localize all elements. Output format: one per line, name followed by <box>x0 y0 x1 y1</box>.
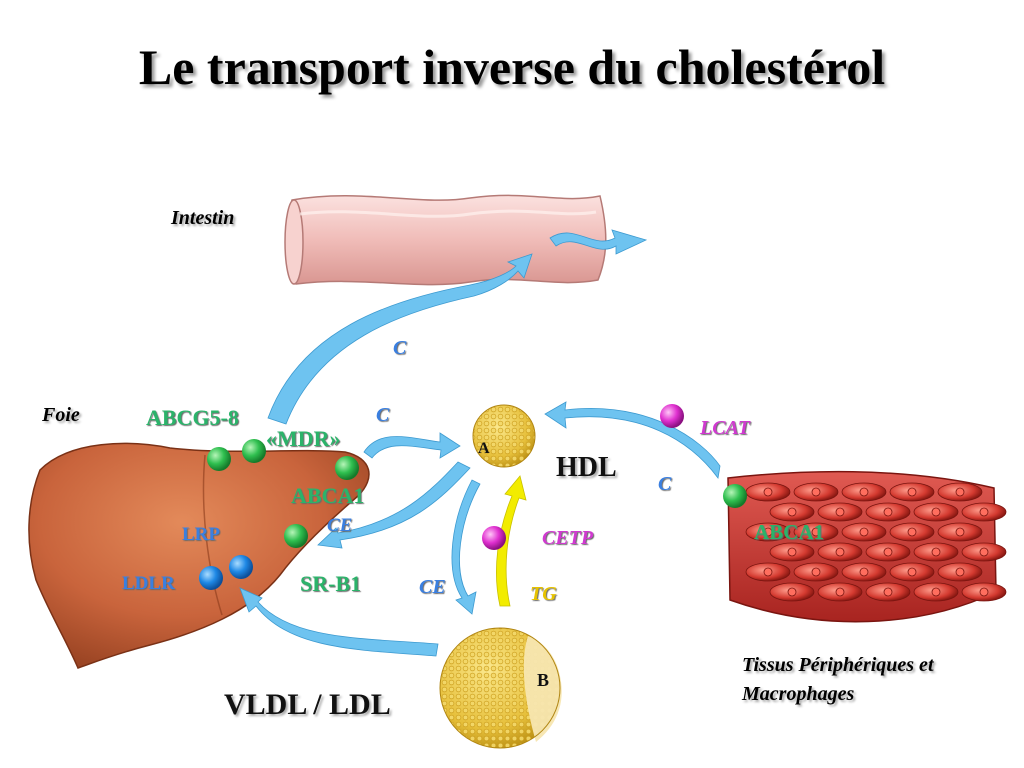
c-right-label: C <box>658 473 672 495</box>
muscle-cell-nucleus <box>883 507 893 517</box>
muscle-cell-nucleus <box>787 587 797 597</box>
muscle-cell-nucleus <box>859 567 869 577</box>
arrow-liver-to-intestine <box>267 253 533 425</box>
muscle-cell-nucleus <box>763 527 773 537</box>
lrp-receptor <box>229 555 253 579</box>
muscle-cell-nucleus <box>907 567 917 577</box>
mdr-label: «MDR» <box>266 426 341 451</box>
muscle-cell-nucleus <box>979 507 989 517</box>
muscle-cell-nucleus <box>859 487 869 497</box>
muscle-cell-nucleus <box>979 587 989 597</box>
muscle-cell-nucleus <box>883 547 893 557</box>
muscle-cell-nucleus <box>811 487 821 497</box>
muscle-cell-nucleus <box>835 587 845 597</box>
abca1-liver-receptor <box>335 456 359 480</box>
muscle-cell-nucleus <box>835 547 845 557</box>
abca1-liver-label: ABCA1 <box>291 483 365 508</box>
ldl-particle <box>439 627 562 749</box>
liver <box>28 442 370 669</box>
ce-low-label: CE <box>419 576 446 598</box>
muscle-cell-nucleus <box>931 587 941 597</box>
lcat-label: LCAT <box>700 417 751 439</box>
tissus-label-line1: Tissus Périphériques et <box>742 654 934 676</box>
muscle-cell-nucleus <box>787 547 797 557</box>
abca1-tissue-label: ABCA1 <box>754 520 825 544</box>
arrow-ldl-to-liver <box>239 587 439 657</box>
lrp-label: LRP <box>182 524 220 545</box>
hdl-letter: A <box>478 440 490 457</box>
c-mid-label: C <box>376 404 390 426</box>
page-title: Le transport inverse du cholestérol <box>138 39 886 95</box>
sr-b1-receptor <box>284 524 308 548</box>
arrow-liver-to-hdl <box>363 432 461 459</box>
abcg5-8-receptor-2 <box>242 439 266 463</box>
muscle-cell-nucleus <box>787 507 797 517</box>
vldl-ldl-label: VLDL / LDL <box>224 688 391 721</box>
foie-label: Foie <box>42 404 80 426</box>
arrow-intestine-exit <box>549 229 648 255</box>
ldlr-label: LDLR <box>122 573 175 594</box>
muscle-cell-nucleus <box>931 507 941 517</box>
muscle-tissue <box>727 470 1007 623</box>
muscle-cell-nucleus <box>955 567 965 577</box>
flow-arrows <box>239 229 721 657</box>
tissus-label-line2: Macrophages <box>742 683 855 705</box>
cetp-label: CETP <box>542 527 594 549</box>
hdl-particle <box>472 404 536 468</box>
ce-liver-label: CE <box>327 515 353 536</box>
hdl-label: HDL <box>556 452 617 483</box>
abca1-tissue-receptor <box>723 484 747 508</box>
ldlr-receptor <box>199 566 223 590</box>
arrow-ldl-to-hdl-tg <box>496 475 527 607</box>
intestin-label: Intestin <box>171 207 235 229</box>
cetp-enzyme <box>482 526 506 550</box>
c-top-label: C <box>393 337 407 359</box>
muscle-cell-nucleus <box>979 547 989 557</box>
muscle-cell-nucleus <box>955 527 965 537</box>
muscle-cell-nucleus <box>835 507 845 517</box>
tg-label: TG <box>530 583 557 605</box>
ldl-letter: B <box>537 670 550 690</box>
sr-b1-label: SR-B1 <box>300 571 362 596</box>
muscle-cell-nucleus <box>763 487 773 497</box>
muscle-cell-nucleus <box>811 527 821 537</box>
abcg5-8-receptor-1 <box>207 447 231 471</box>
muscle-cell-nucleus <box>907 527 917 537</box>
lcat-enzyme <box>660 404 684 428</box>
muscle-cell-nucleus <box>907 487 917 497</box>
muscle-cell-nucleus <box>931 547 941 557</box>
muscle-cells <box>745 482 1007 602</box>
muscle-cell-nucleus <box>811 567 821 577</box>
muscle-cell-nucleus <box>955 487 965 497</box>
abcg5-8-label: ABCG5-8 <box>146 405 239 430</box>
arrow-hdl-to-ldl-ce <box>451 479 481 615</box>
muscle-cell-nucleus <box>859 527 869 537</box>
arrow-tissue-to-hdl <box>544 401 721 479</box>
muscle-cell-nucleus <box>883 587 893 597</box>
arrow-hdl-to-liver-ce <box>317 461 471 549</box>
muscle-cell-nucleus <box>763 567 773 577</box>
